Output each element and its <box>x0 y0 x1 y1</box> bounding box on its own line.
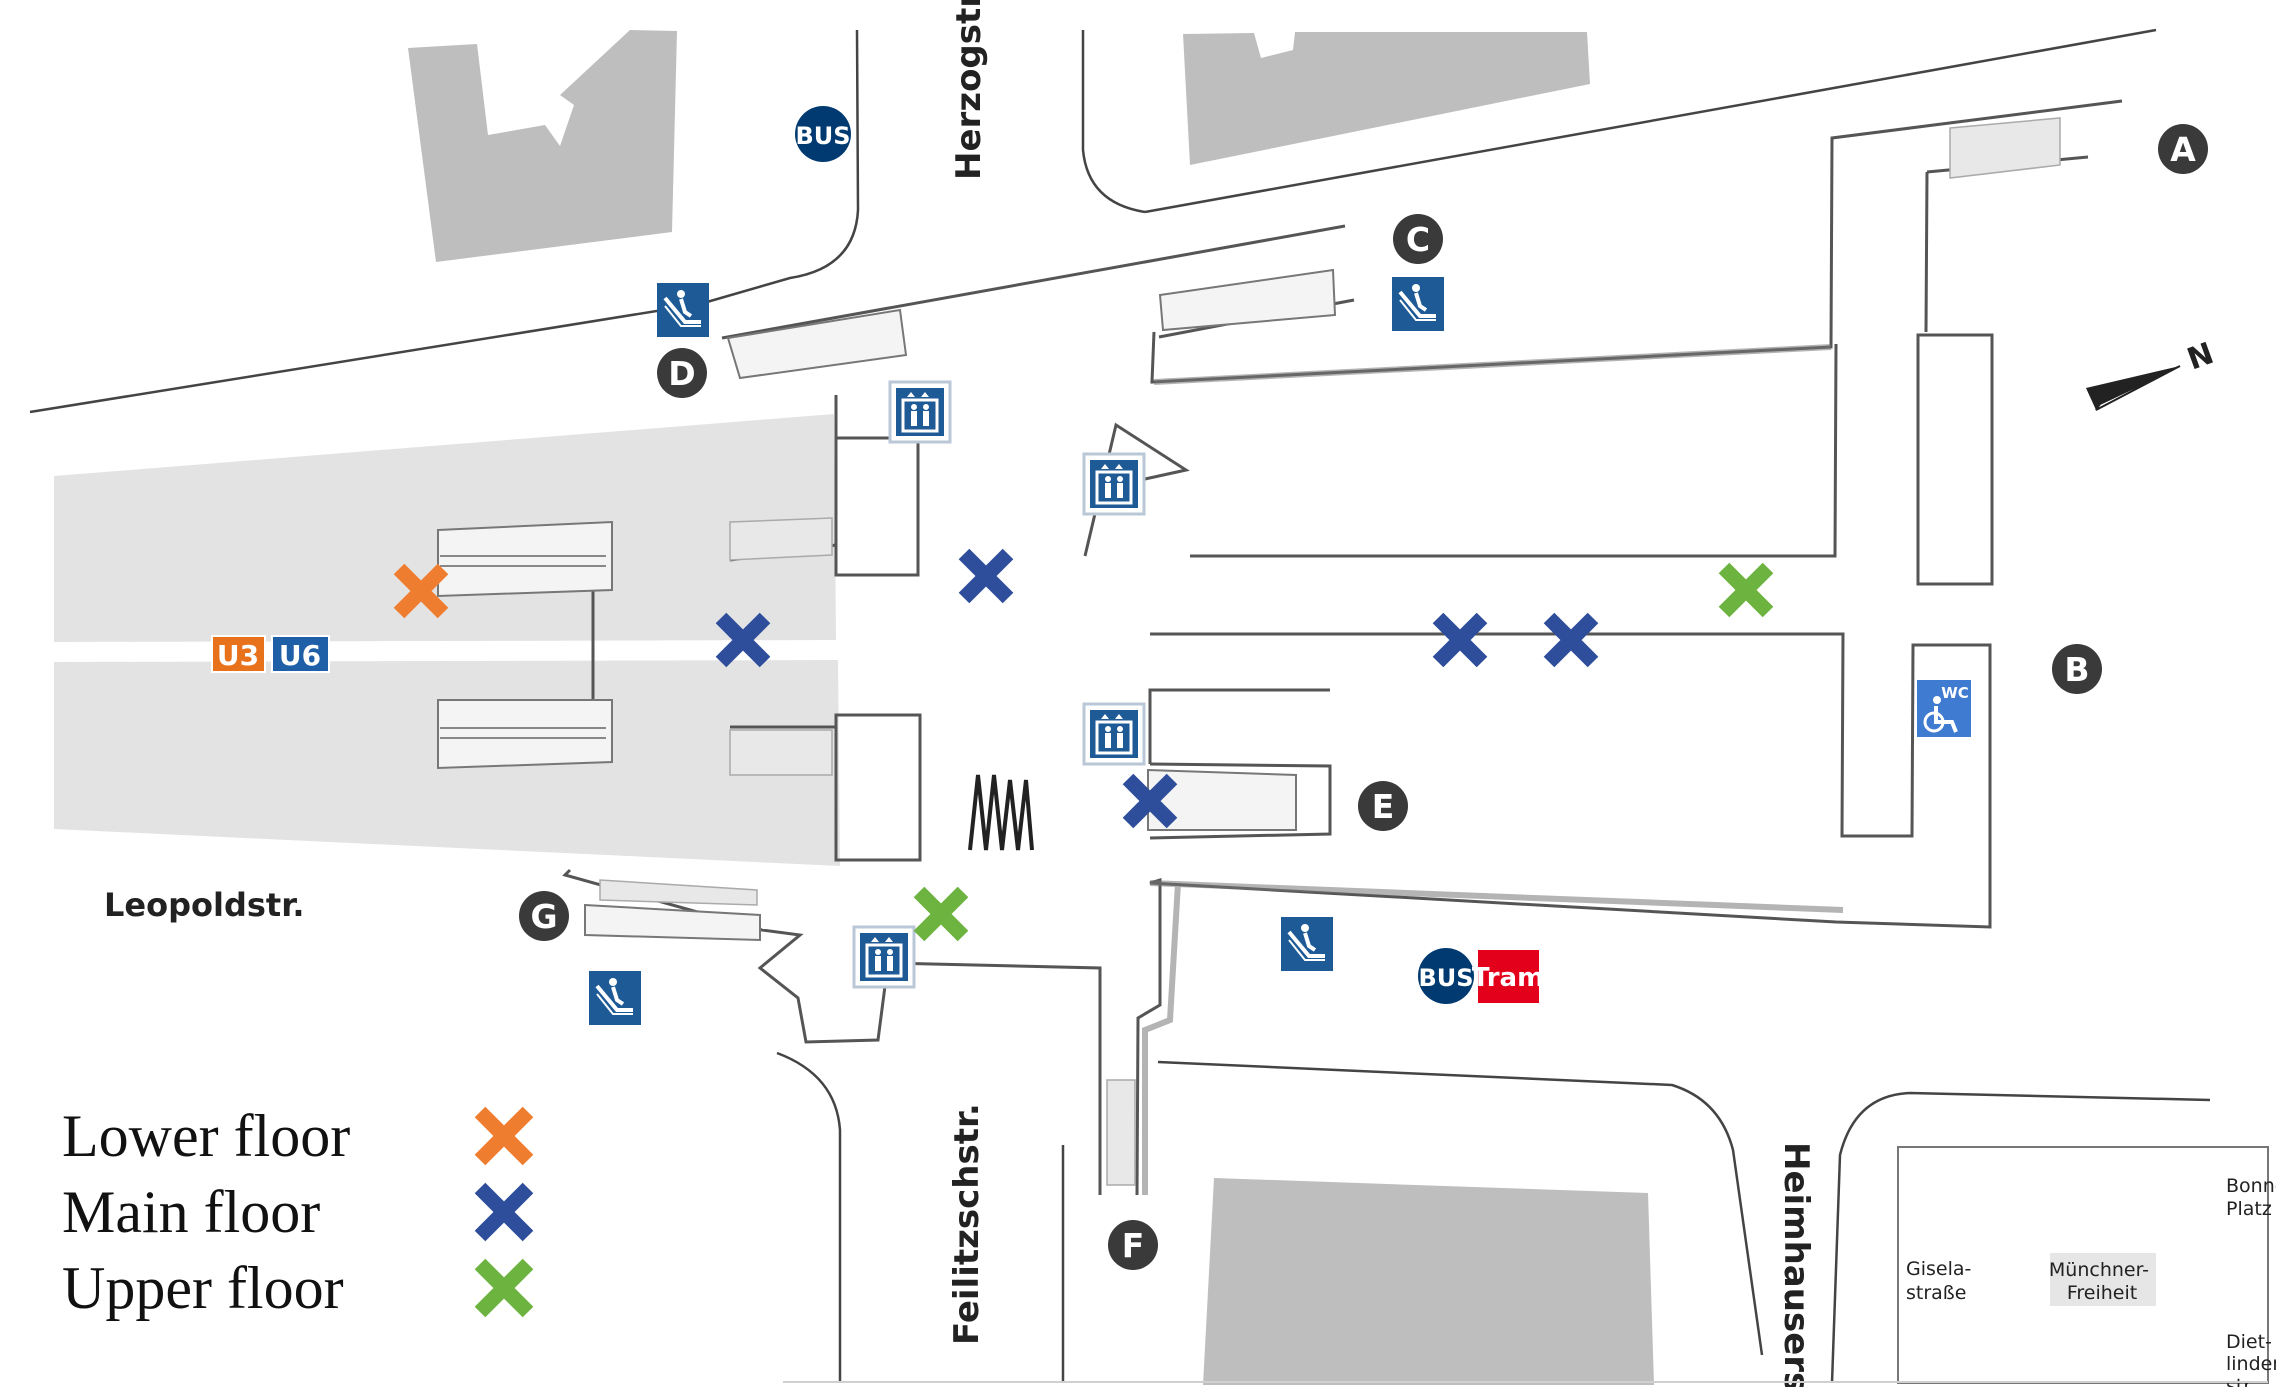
lower-floor-cross-icon <box>474 1106 534 1166</box>
escalator-icon <box>655 281 711 339</box>
line-badge-u6: U6 <box>271 635 330 673</box>
upper-floor-marker <box>919 892 963 936</box>
svg-text:WC: WC <box>1941 684 1969 702</box>
svg-text:F: F <box>1122 1226 1145 1265</box>
elevator-icon <box>888 380 952 444</box>
main-floor-marker <box>1438 618 1482 662</box>
entrance-e: E <box>1358 781 1408 831</box>
svg-text:A: A <box>2170 130 2196 169</box>
entrance-b: B <box>2052 644 2102 694</box>
escalator-icon <box>587 969 643 1027</box>
elevator-icon <box>1082 452 1146 516</box>
svg-text:BUS: BUS <box>795 122 850 150</box>
street-lines <box>29 28 2211 1384</box>
svg-text:U3: U3 <box>217 639 259 672</box>
station-walls-double <box>1142 344 1844 1195</box>
escalators <box>437 268 1337 942</box>
inset-map: Münchner- Freiheit Bonner Platz Gisela- … <box>1897 1146 2276 1387</box>
entrance-d: D <box>657 348 707 398</box>
svg-text:G: G <box>530 897 557 936</box>
legend-label: Main floor <box>62 1179 321 1245</box>
entrance-a: A <box>2158 124 2208 174</box>
tram-stop-icon: Tram <box>1472 950 1544 1003</box>
upper-floor-marker <box>1724 568 1768 612</box>
legend-label: Upper floor <box>62 1255 344 1321</box>
platform-track-upper <box>54 414 836 642</box>
elevator-icon <box>852 925 916 989</box>
svg-text:Bonner Platz: Bonner Platz <box>2226 1175 2276 1220</box>
main-floor-cross-icon <box>474 1182 534 1242</box>
zigzag-stairs <box>968 774 1034 851</box>
legend-label: Lower floor <box>62 1103 351 1169</box>
main-floor-marker <box>964 554 1008 598</box>
entrance-c: C <box>1393 214 1443 264</box>
svg-text:Gisela- straße: Gisela- straße <box>1906 1258 1977 1304</box>
legend-row-upper: Upper floor <box>62 1250 582 1326</box>
escalator-rails <box>440 555 606 739</box>
street-heimhauserstr: Heimhauserstr. <box>1776 1142 1816 1387</box>
line-badge-u3: U3 <box>211 635 266 673</box>
building-block <box>1203 1178 1654 1385</box>
bus-stop-icon: BUS <box>795 106 851 162</box>
svg-text:C: C <box>1406 220 1430 259</box>
svg-text:U6: U6 <box>279 639 321 672</box>
north-arrow-icon: N <box>2086 336 2219 411</box>
station-walls <box>562 99 2123 1196</box>
main-floor-marker <box>1549 618 1593 662</box>
bus-stop-icon: BUS <box>1418 948 1474 1004</box>
legend-row-lower: Lower floor <box>62 1098 582 1174</box>
svg-text:Münchner- Freiheit: Münchner- Freiheit <box>2049 1259 2155 1304</box>
escalator-icon <box>1390 275 1446 333</box>
svg-text:E: E <box>1372 787 1395 826</box>
svg-text:B: B <box>2064 650 2089 689</box>
escalator-icon <box>1279 915 1335 973</box>
entrance-f: F <box>1108 1220 1158 1270</box>
building-block <box>1183 32 1590 165</box>
svg-text:Tram: Tram <box>1472 963 1544 993</box>
svg-text:D: D <box>668 354 695 393</box>
accessible-wc-icon: WC <box>1917 680 1971 737</box>
stair-treads <box>599 117 2061 1186</box>
upper-floor-cross-icon <box>474 1258 534 1318</box>
building-block <box>408 30 677 262</box>
street-leopoldstr: Leopoldstr. <box>104 886 305 924</box>
street-herzogstr: Herzogstr. <box>949 0 989 180</box>
entrance-g: G <box>519 891 569 941</box>
floor-legend: Lower floor Main floor Upper floor <box>62 1098 582 1326</box>
svg-text:BUS: BUS <box>1418 964 1473 992</box>
svg-text:N: N <box>2183 336 2219 377</box>
legend-row-main: Main floor <box>62 1174 582 1250</box>
street-feilitzschstr: Feilitzschstr. <box>947 1103 987 1345</box>
elevator-icon <box>1082 702 1146 766</box>
